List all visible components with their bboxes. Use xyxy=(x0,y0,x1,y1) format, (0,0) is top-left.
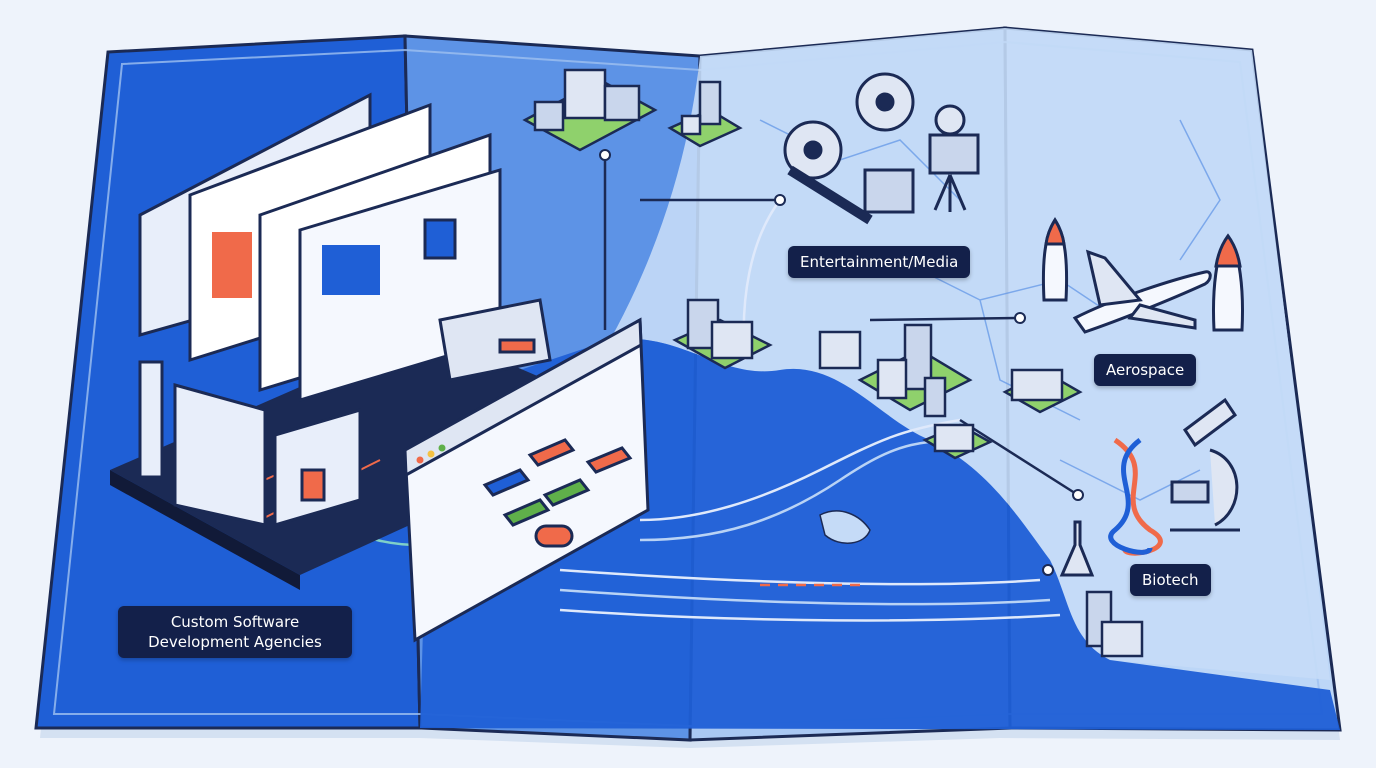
camera-body xyxy=(863,168,915,214)
circuit-line xyxy=(959,418,1079,497)
router-body xyxy=(438,298,552,382)
building xyxy=(533,100,565,132)
microscope-stage xyxy=(1170,480,1210,504)
circuit-line xyxy=(639,418,961,522)
circuit-line xyxy=(869,316,1021,322)
dna-strand-blue xyxy=(1108,438,1153,555)
building-icon xyxy=(922,423,993,460)
microscope xyxy=(1170,397,1240,532)
building xyxy=(923,376,947,418)
connector-node xyxy=(1014,312,1026,324)
rocket-left-tip xyxy=(1044,217,1066,246)
coastline xyxy=(610,28,1330,680)
flow-node-green xyxy=(542,478,591,507)
dashboard-panel xyxy=(138,360,362,528)
window-dot-green xyxy=(438,444,446,452)
dashboard-window-right xyxy=(273,407,362,528)
tripod xyxy=(933,174,967,212)
region-borders xyxy=(759,119,1221,501)
building xyxy=(1100,620,1144,658)
connector-node xyxy=(1072,489,1084,501)
red-panel xyxy=(300,468,326,502)
building xyxy=(876,358,908,400)
ocean-right xyxy=(420,338,1340,730)
film-strip xyxy=(787,165,873,225)
flow-node-blue xyxy=(482,468,531,497)
flow-node-orange-2 xyxy=(585,446,633,474)
building xyxy=(603,84,641,122)
dashboard-window xyxy=(173,383,267,527)
factory-icon xyxy=(672,298,773,370)
film-camera-icon xyxy=(783,72,980,225)
building xyxy=(710,320,754,360)
side-toolbar xyxy=(138,360,164,479)
building xyxy=(818,330,862,370)
circuit-line xyxy=(559,608,1061,622)
building xyxy=(563,68,607,120)
building xyxy=(933,423,975,453)
film-reel-hub xyxy=(803,140,823,160)
connector-node xyxy=(599,149,611,161)
building xyxy=(1010,368,1064,402)
workflow-window-titlebar xyxy=(403,317,643,478)
biotech-label: Biotech xyxy=(1130,564,1211,596)
router-vent xyxy=(498,338,536,354)
connector-node xyxy=(1042,564,1054,576)
workflow-window xyxy=(403,317,650,643)
land-region xyxy=(420,28,1340,730)
flow-node-orange xyxy=(527,438,576,467)
building-cluster-icon xyxy=(522,68,658,152)
blue-panel-small xyxy=(423,218,457,260)
window-dot-red xyxy=(416,456,424,464)
airplane-rocket-icon xyxy=(1041,217,1244,334)
building xyxy=(680,114,702,136)
lab-building-icon xyxy=(1085,590,1144,658)
circuit-line xyxy=(559,568,1041,586)
flow-node-green-2 xyxy=(502,498,551,527)
blue-panel xyxy=(322,245,380,295)
movie-camera xyxy=(928,133,980,175)
server-base-front xyxy=(110,470,300,590)
building-icons xyxy=(522,68,1144,658)
router-device xyxy=(438,298,552,382)
connector-node xyxy=(774,194,786,206)
film-reel-hub xyxy=(875,92,895,112)
software-agencies-label: Custom Software Development Agencies xyxy=(118,606,352,658)
city-icon xyxy=(818,323,973,418)
flask xyxy=(1059,520,1095,577)
island xyxy=(819,510,871,544)
building xyxy=(698,80,722,126)
browser-window xyxy=(138,92,502,403)
window-dot-yellow xyxy=(427,450,435,458)
dna-microscope-icon xyxy=(1059,397,1240,577)
software-stack-icon xyxy=(110,92,640,590)
building-cluster-icon xyxy=(667,80,743,148)
orange-panel xyxy=(212,232,252,298)
warehouse-icon xyxy=(1002,368,1083,414)
rocket-right-tip xyxy=(1214,233,1242,268)
camera-reel xyxy=(934,104,966,136)
entertainment-media-label: Entertainment/Media xyxy=(788,246,971,278)
circuit-line xyxy=(559,588,1051,606)
flow-node-red xyxy=(534,524,574,548)
aerospace-label: Aerospace xyxy=(1094,354,1197,386)
connector-nodes xyxy=(599,149,1084,576)
airplane-wing xyxy=(1085,249,1197,330)
